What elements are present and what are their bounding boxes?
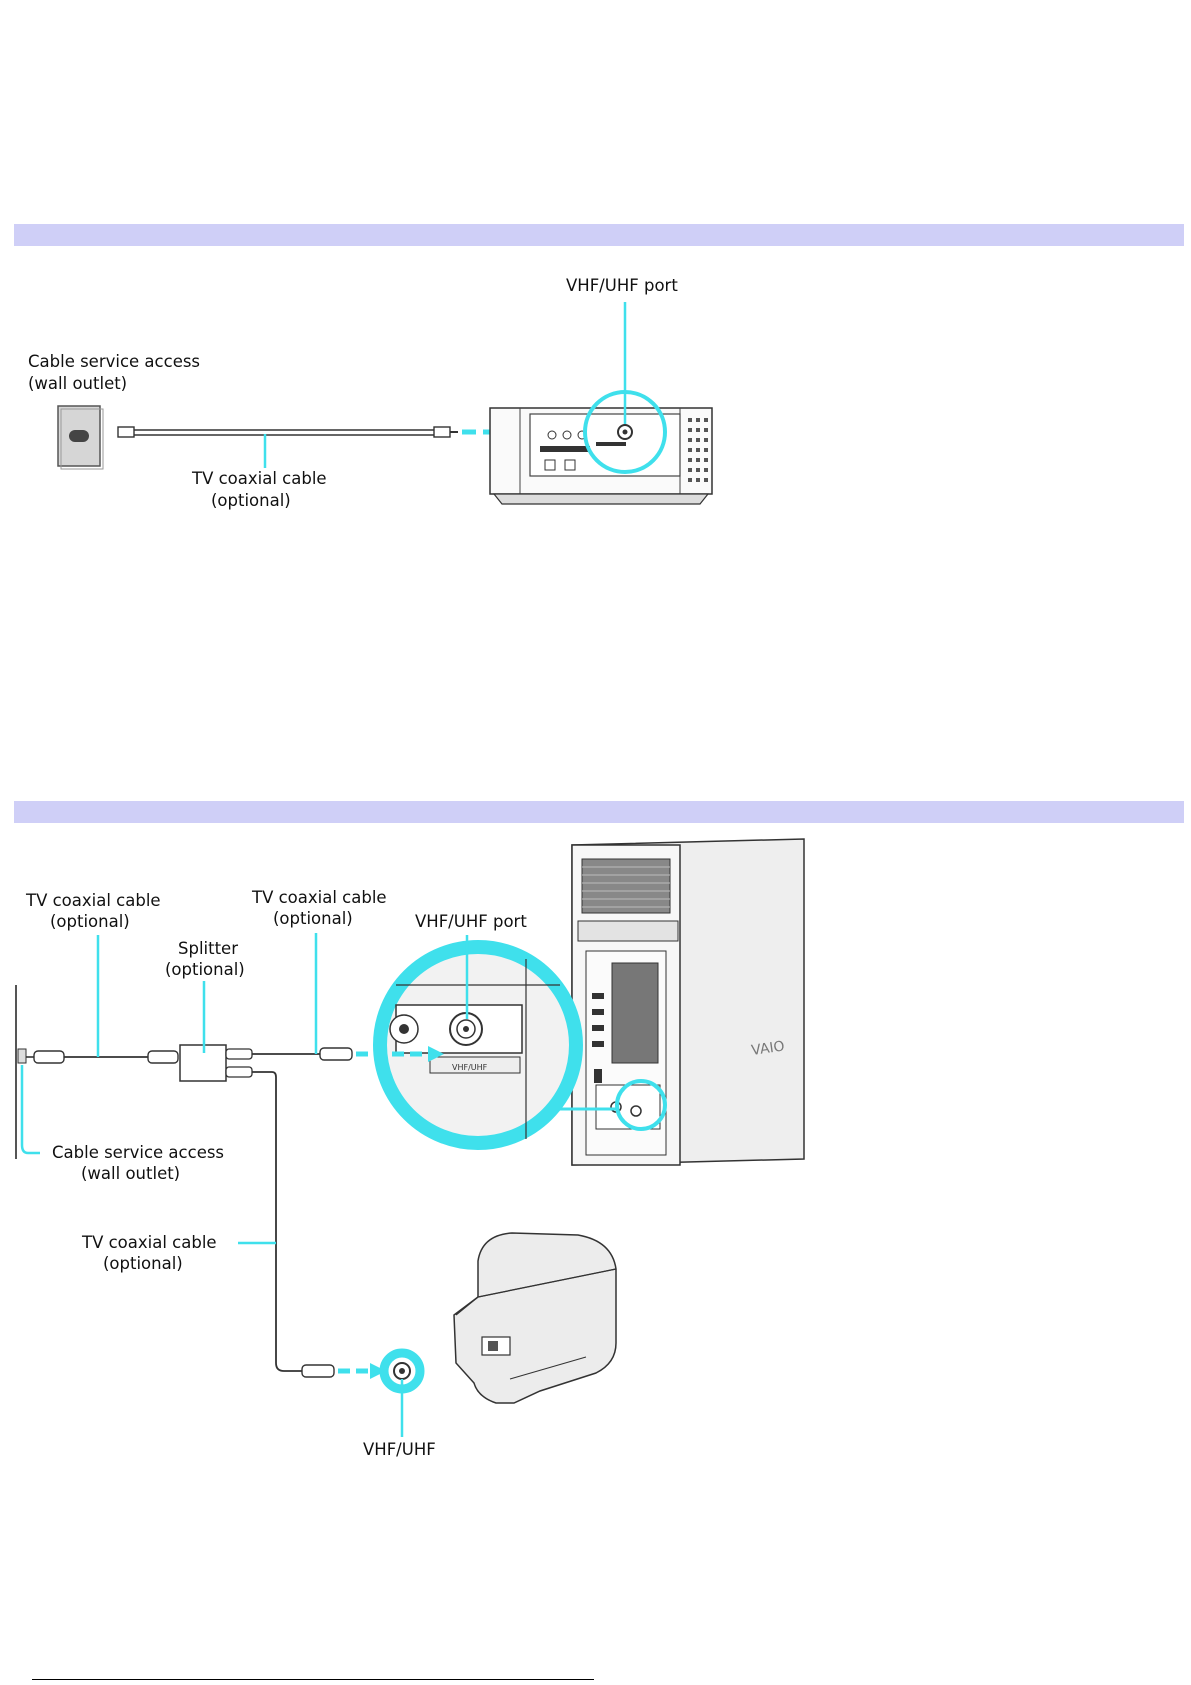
coax-cable-icon — [118, 427, 458, 437]
label-coax-b-2: (optional) — [273, 909, 353, 928]
connect-arrow-tv-icon — [338, 1363, 386, 1379]
footer-rule — [32, 1679, 594, 1680]
label-vhf-uhf-port: VHF/UHF port — [566, 276, 678, 295]
section-band-1 — [14, 224, 1184, 246]
wall-outlet-icon — [58, 406, 103, 469]
label-tv-vhf-uhf: VHF/UHF — [363, 1440, 436, 1459]
vhf-port-zoom-icon — [380, 947, 576, 1143]
label-splitter-1: Splitter — [178, 939, 238, 958]
connection-diagram-splitter: VAIO VHF/UHF TV coaxial cable (optional)… — [0, 823, 1191, 1483]
coax-cable-c-icon — [252, 1072, 334, 1377]
splitter-icon — [180, 1045, 252, 1081]
label-splitter-2: (optional) — [165, 960, 245, 979]
label-cable-access-1: Cable service access — [52, 1143, 224, 1162]
television-icon — [454, 1233, 616, 1403]
coax-cable-b-icon — [252, 1048, 352, 1060]
section-band-2 — [14, 801, 1184, 823]
label-coax-c-2: (optional) — [103, 1254, 183, 1273]
port-tag: VHF/UHF — [452, 1063, 488, 1072]
computer-tower-icon: VAIO — [572, 839, 804, 1165]
computer-back-panel-icon — [490, 408, 712, 504]
label-coax-1: TV coaxial cable — [191, 469, 327, 488]
label-coax-2: (optional) — [211, 491, 291, 510]
label-cable-access-1: Cable service access — [28, 352, 200, 371]
label-coax-a-2: (optional) — [50, 912, 130, 931]
label-vhf-uhf-port: VHF/UHF port — [415, 912, 527, 931]
label-coax-b-1: TV coaxial cable — [251, 888, 387, 907]
label-coax-c-1: TV coaxial cable — [81, 1233, 217, 1252]
coax-cable-a-icon — [26, 1051, 178, 1063]
label-cable-access-2: (wall outlet) — [81, 1164, 180, 1183]
connection-diagram-direct: VHF/UHF port Cable service access (wall … — [0, 246, 1191, 526]
label-coax-a-1: TV coaxial cable — [25, 891, 161, 910]
label-cable-access-2: (wall outlet) — [28, 374, 127, 393]
